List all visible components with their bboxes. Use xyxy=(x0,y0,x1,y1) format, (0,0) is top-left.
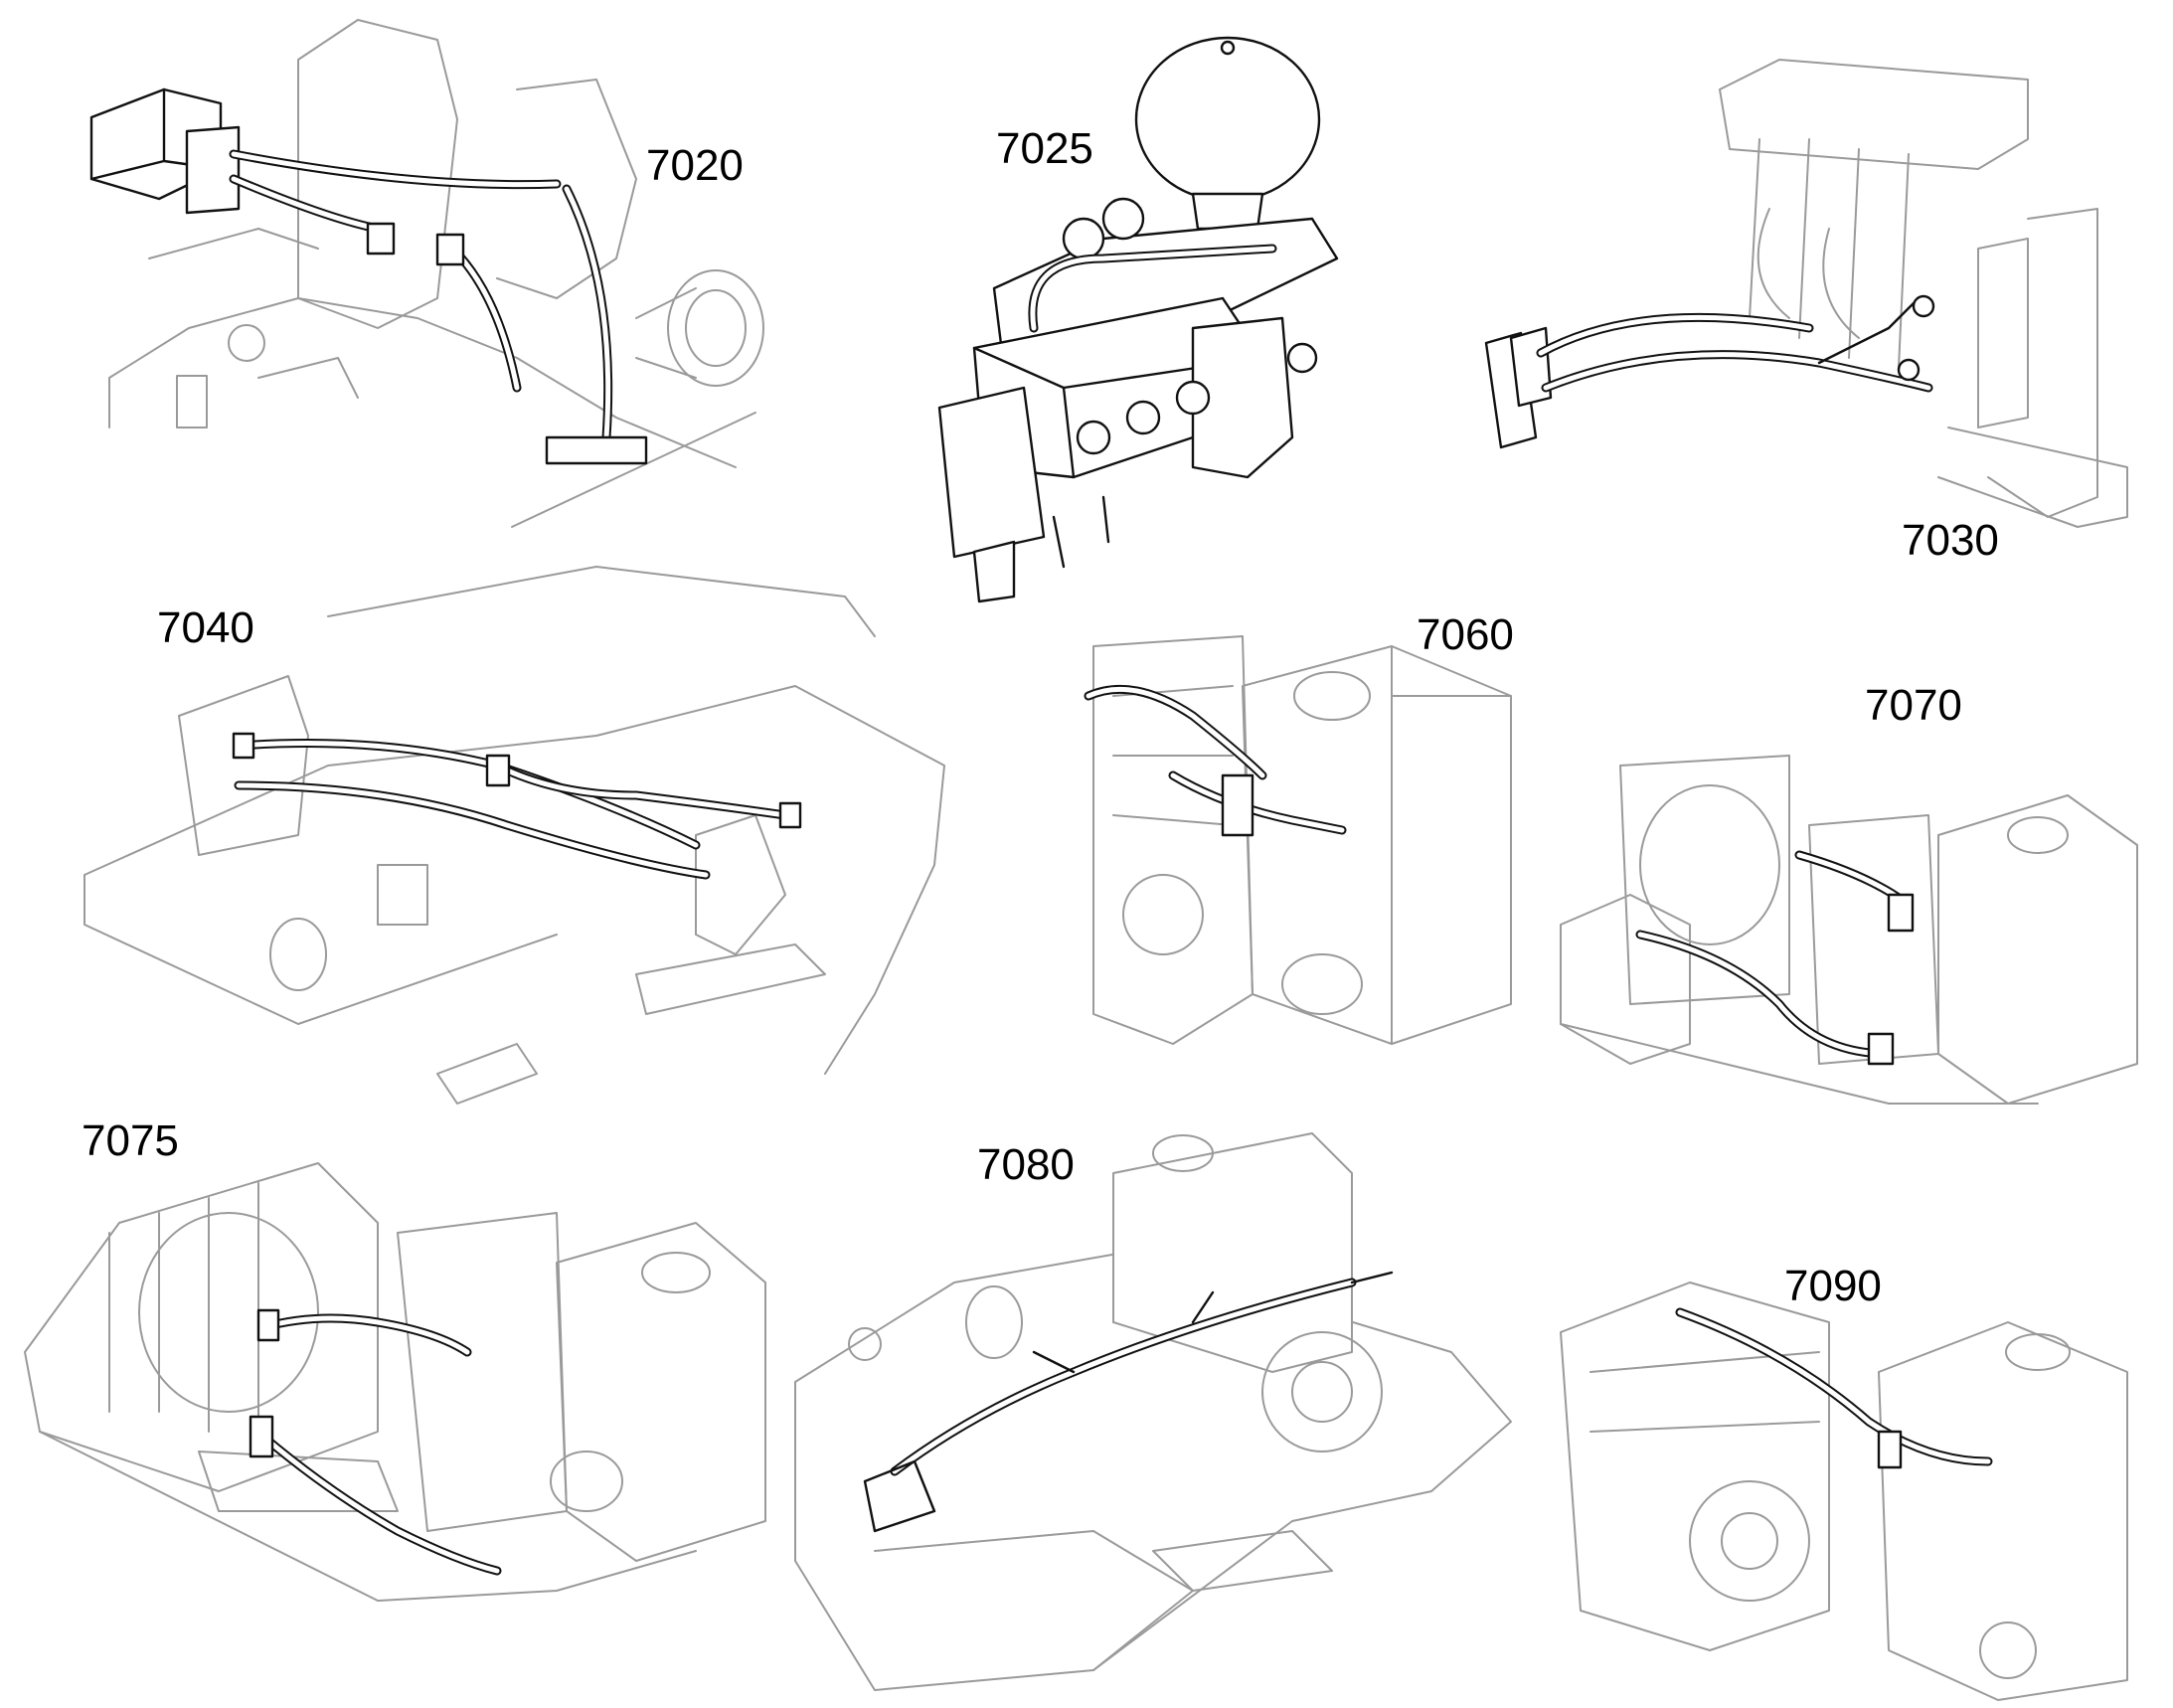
assembly-7090-drawing xyxy=(1560,1281,2128,1701)
callout-7075: 7075 xyxy=(82,1116,179,1165)
callout-7090: 7090 xyxy=(1784,1262,1882,1310)
callout-7040: 7040 xyxy=(157,603,254,652)
assembly-7060-drawing xyxy=(1084,635,1512,1045)
assembly-7080-drawing xyxy=(794,1132,1512,1691)
callout-7020: 7020 xyxy=(646,141,744,190)
callout-7025: 7025 xyxy=(996,124,1093,173)
assembly-7075-drawing xyxy=(24,1162,766,1602)
callout-7080: 7080 xyxy=(977,1140,1075,1189)
callout-7070: 7070 xyxy=(1865,681,1962,730)
callout-7030: 7030 xyxy=(1902,516,1999,565)
assembly-7025-drawing xyxy=(937,36,1339,603)
assembly-7040-drawing xyxy=(84,566,945,1105)
assembly-7030-drawing xyxy=(1484,59,2128,528)
callout-7060: 7060 xyxy=(1417,610,1514,659)
assembly-7070-drawing xyxy=(1560,755,2138,1105)
assembly-7020-drawing xyxy=(89,19,764,528)
